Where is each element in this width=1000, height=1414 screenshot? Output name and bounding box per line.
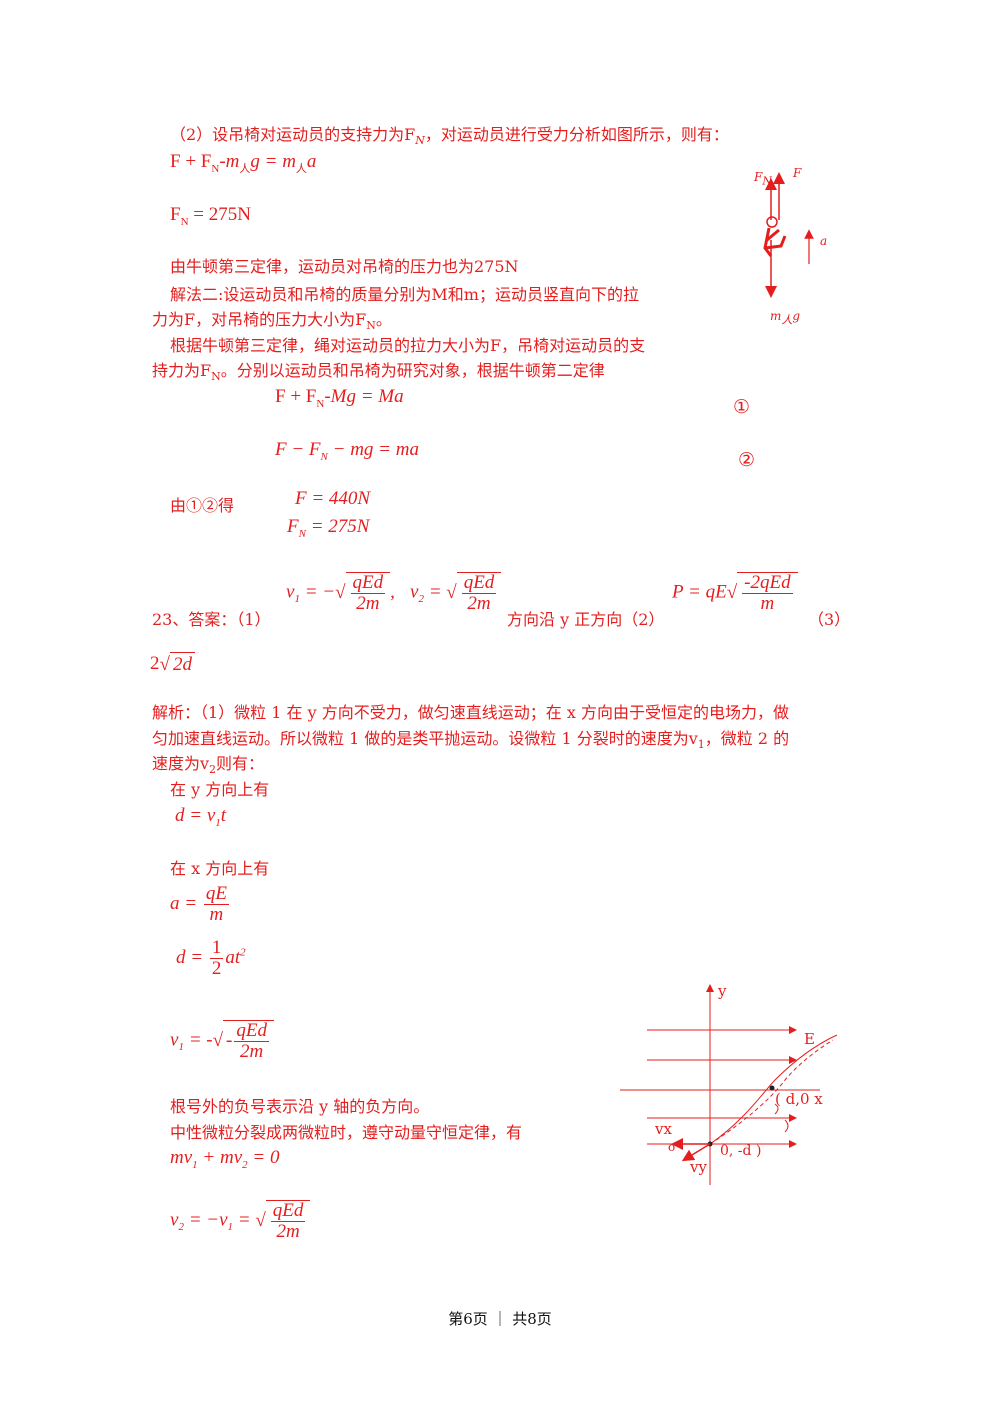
method2-line-b: 力为F，对吊椅的压力大小为FN。: [152, 310, 392, 333]
field-diagram: [620, 984, 838, 1185]
analysis-line-c: 速度为v2则有：: [152, 754, 265, 777]
vx-label: vx: [655, 1120, 672, 1138]
y-axis-label: y: [718, 982, 727, 1000]
momentum-line: 中性微粒分裂成两微粒时，遵守动量守恒定律，有: [170, 1123, 523, 1142]
result-FN: FN = 275N: [287, 516, 370, 540]
f-label: F: [793, 166, 802, 180]
method2-line-c: 根据牛顿第三定律，绳对运动员的拉力大小为F，吊椅对运动员的支: [170, 336, 646, 355]
analysis-line-a: 解析：（1）微粒 1 在 y 方向不受力，做匀速直线运动；在 x 方向由于受恒定…: [152, 703, 789, 722]
answer-3: 2√2d: [150, 652, 195, 677]
equation-1: F + FN-m人g = m人a: [170, 151, 317, 175]
origin-label: o: [668, 1140, 676, 1154]
equation-momentum: mv1 + mv2 = 0: [170, 1147, 280, 1171]
equation-y: d = v1t: [175, 805, 227, 829]
method2-line-a: 解法二:设运动员和吊椅的质量分别为M和m；运动员竖直向下的拉: [170, 285, 639, 304]
point-0d-label: 0, -d ): [720, 1143, 762, 1159]
e-field-label: E: [804, 1030, 815, 1048]
analysis-line-b: 匀加速直线运动。所以微粒 1 做的是类平抛运动。设微粒 1 分裂时的速度为v1，…: [152, 729, 790, 752]
mg-label: m人g: [770, 309, 801, 327]
vy-label: vy: [690, 1158, 707, 1176]
result-label: 由①②得: [170, 496, 235, 515]
negative-sign-note: 根号外的负号表示沿 y 轴的负方向。: [170, 1097, 430, 1116]
y-direction-label: 在 y 方向上有: [170, 780, 270, 799]
equation-2: FN = 275N: [170, 204, 251, 228]
equation-B-marker: ②: [738, 450, 756, 471]
q23-answer-label: 23、答案：（1）: [152, 610, 271, 629]
equation-A: F + FN-Mg = Ma: [275, 386, 404, 410]
force-diagram: [763, 172, 814, 298]
method2-line-d: 持力为FN。分别以运动员和吊椅为研究对象，根据牛顿第二定律: [152, 361, 605, 384]
part2-intro: （2）设吊椅对运动员的支持力为FN，对运动员进行受力分析如图所示，则有：: [170, 125, 729, 148]
result-F: F = 440N: [295, 488, 371, 509]
answer-direction: 方向沿 y 正方向（2）: [507, 610, 665, 629]
equation-B: F − FN − mg = ma: [275, 439, 419, 463]
fn-label: FN: [754, 170, 772, 188]
x-direction-label: 在 x 方向上有: [170, 859, 270, 878]
answer-part3: （3）: [808, 610, 851, 629]
point-d0-label: ( d,0 x: [775, 1090, 823, 1108]
equation-A-marker: ①: [733, 397, 751, 418]
a-label: a: [820, 234, 828, 248]
newton3-line: 由牛顿第三定律，运动员对吊椅的压力也为275N: [170, 257, 519, 276]
page-footer: 第6页 ｜ 共8页: [448, 1310, 552, 1328]
